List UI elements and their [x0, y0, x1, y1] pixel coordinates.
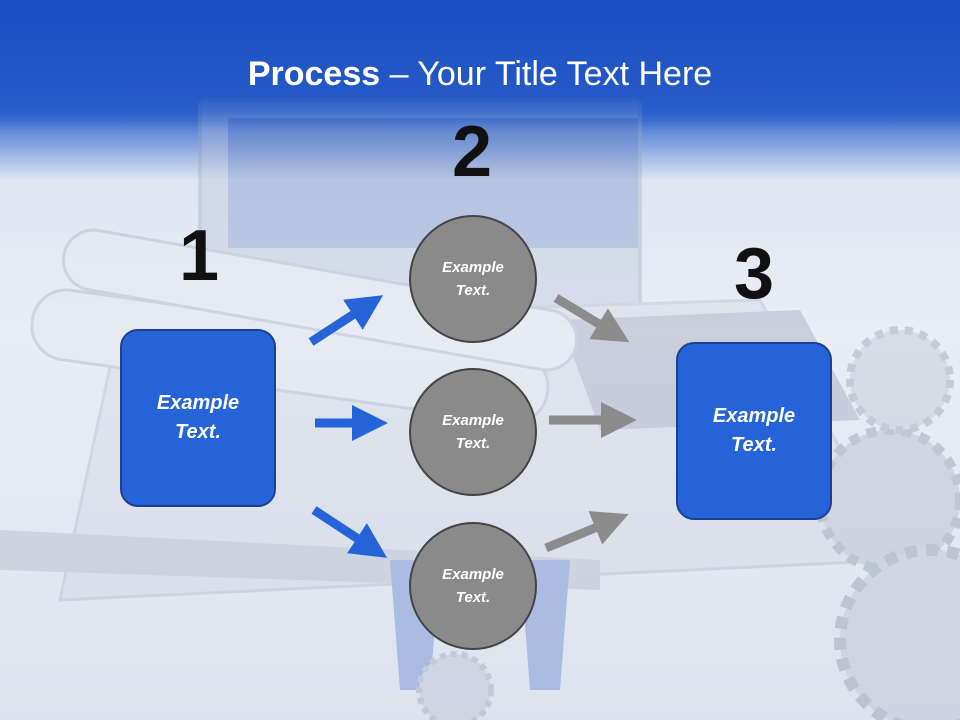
step-1-label: Example Text.	[157, 389, 239, 447]
circle-middle-line1: Example	[442, 412, 504, 429]
step-1-label-line1: Example	[156, 392, 240, 414]
title-rest: – Your Title Text Here	[380, 55, 713, 93]
slide-title: Process – Your Title Text Here	[0, 52, 960, 96]
step-number-3: 3	[733, 234, 775, 314]
circle-bottom-label: Example Text.	[442, 563, 504, 609]
title-strong: Process	[247, 55, 381, 93]
step-2-circle-middle[interactable]: Example Text.	[409, 368, 537, 496]
arrow-gray-down	[553, 294, 630, 343]
step-1-label-line2: Text.	[175, 421, 221, 443]
circle-middle-label: Example Text.	[442, 409, 504, 455]
step-number-1: 1	[178, 216, 220, 296]
arrow-blue-down	[311, 506, 388, 558]
circle-bottom-line1: Example	[442, 566, 504, 583]
circle-bottom-line2: Text.	[455, 589, 491, 606]
step-3-label-line2: Text.	[731, 434, 777, 456]
step-2-circle-bottom[interactable]: Example Text.	[409, 522, 537, 650]
header-band	[0, 0, 960, 130]
circle-top-line1: Example	[442, 259, 504, 276]
step-3-label-line1: Example	[712, 405, 796, 427]
step-1-box[interactable]: Example Text.	[120, 329, 276, 507]
step-2-circle-top[interactable]: Example Text.	[409, 215, 537, 343]
circle-middle-line2: Text.	[455, 435, 491, 452]
step-3-box[interactable]: Example Text.	[676, 342, 832, 520]
arrow-gray-up	[544, 511, 629, 553]
step-3-label: Example Text.	[713, 402, 795, 460]
arrow-blue-up	[308, 295, 384, 346]
circle-top-line2: Text.	[455, 282, 491, 299]
step-number-2: 2	[451, 112, 493, 192]
circle-top-label: Example Text.	[442, 256, 504, 302]
